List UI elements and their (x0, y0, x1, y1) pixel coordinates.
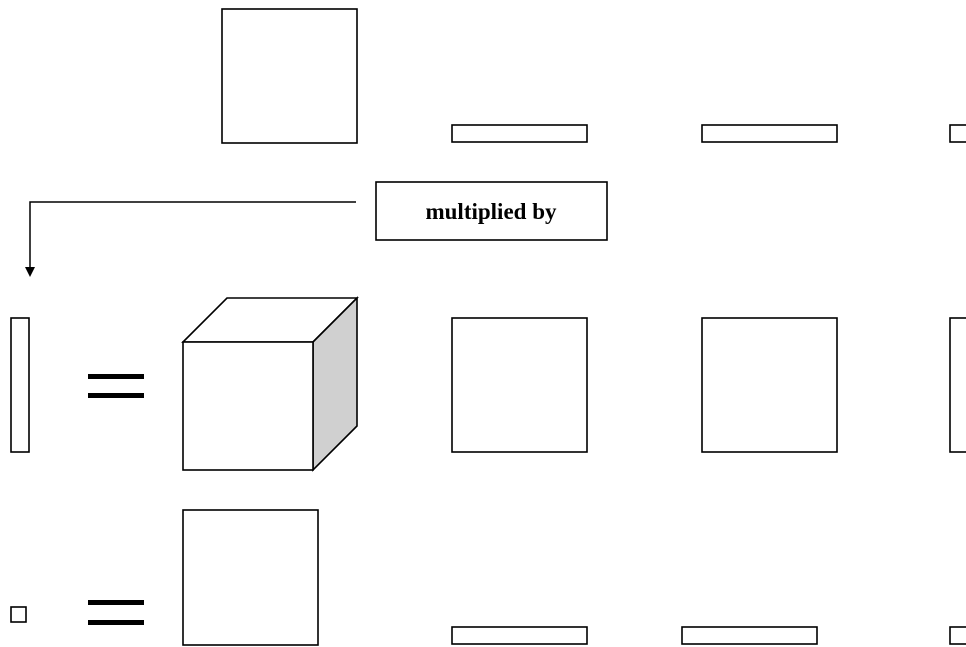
row1-bar-2 (701, 124, 838, 143)
cube-front-face (182, 341, 314, 471)
row1-bar-1 (451, 124, 588, 143)
row1-square (221, 8, 358, 144)
row2-square-1 (451, 317, 588, 453)
row2-equals-bottom (88, 393, 144, 398)
row1-bar-3-partial (949, 124, 966, 143)
row2-square-2 (701, 317, 838, 453)
row3-equals-bottom (88, 620, 144, 625)
row3-square (182, 509, 319, 646)
row3-bar-2 (681, 626, 818, 645)
row2-equals-top (88, 374, 144, 379)
row3-bar-1 (451, 626, 588, 645)
row-3 (10, 509, 966, 646)
multiplied-by-box (375, 181, 608, 241)
row3-equals-top (88, 600, 144, 605)
multiplied-by-callout: multiplied by (25, 181, 608, 277)
cube (181, 296, 359, 472)
row2-tall-bar (10, 317, 30, 453)
row3-small-square (10, 606, 27, 623)
row2-square-3-partial (949, 317, 966, 453)
row-1 (221, 8, 966, 144)
multiplied-by-label: multiplied by (425, 199, 557, 224)
row-2 (10, 296, 966, 472)
row3-bar-3-partial (949, 626, 966, 645)
connector-arrow (25, 201, 356, 277)
